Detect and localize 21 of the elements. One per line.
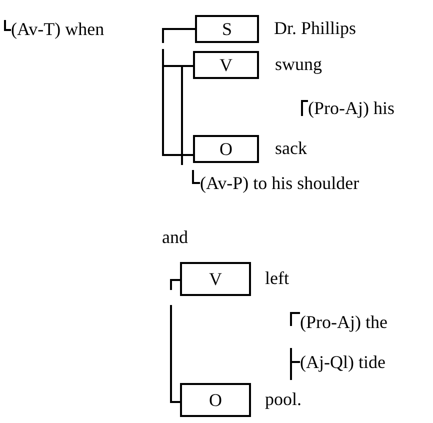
function-label: V (218, 54, 234, 77)
word-text: sack (275, 138, 307, 158)
function-box (193, 51, 259, 79)
modifier-text: (Av-T) when (11, 19, 104, 39)
function-box (193, 135, 259, 163)
modifier-text: (Aj-Ql) tide (300, 352, 386, 372)
modifier-text: (Av-P) to his shoulder (200, 173, 360, 193)
function-box (180, 262, 251, 296)
function-label: O (218, 138, 234, 161)
function-label: S (220, 18, 233, 41)
function-label: O (208, 389, 223, 412)
modifier-text: (Pro-Aj) the (300, 312, 388, 332)
word-text: pool. (265, 389, 302, 409)
word-text: swung (275, 54, 322, 74)
modifier-text: (Pro-Aj) his (308, 98, 394, 118)
function-box (180, 383, 251, 417)
modifier-text: and (162, 227, 188, 247)
function-box (195, 15, 259, 43)
word-text: left (265, 268, 289, 288)
word-text: Dr. Phillips (274, 18, 356, 38)
function-label: V (208, 268, 223, 291)
